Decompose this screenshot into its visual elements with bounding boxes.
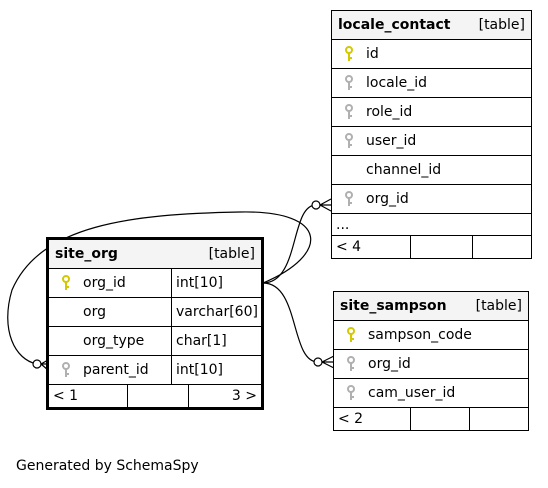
- footer-parents: < 2: [338, 411, 364, 427]
- column-name: cam_user_id: [368, 385, 456, 401]
- column-row[interactable]: user_id: [332, 127, 531, 156]
- footer-parents: < 1: [53, 388, 79, 404]
- column-name: org_id: [83, 269, 172, 297]
- footer-middle: [127, 385, 188, 407]
- table-footer: < 4: [332, 236, 531, 258]
- column-name: role_id: [366, 104, 413, 120]
- table-kind: [table]: [475, 298, 522, 314]
- foreign-key-icon: [334, 385, 368, 401]
- column-row[interactable]: org_id: [332, 185, 531, 214]
- column-type: int[10]: [176, 275, 223, 291]
- table-kind: [table]: [208, 246, 255, 262]
- column-name: locale_id: [366, 75, 428, 91]
- foreign-key-icon: [332, 133, 366, 149]
- table-header: locale_contact [table]: [332, 11, 531, 40]
- edge-self-optional-marker: [32, 359, 42, 369]
- column-name: org_id: [368, 356, 411, 372]
- footer-parents: < 4: [336, 239, 362, 255]
- column-name: org: [83, 298, 172, 326]
- column-name: parent_id: [83, 356, 172, 384]
- table-header: site_org [table]: [49, 240, 261, 269]
- foreign-key-icon: [332, 104, 366, 120]
- footer-children: [472, 236, 531, 258]
- column-name: channel_id: [366, 162, 442, 178]
- column-row[interactable]: sampson_code: [334, 321, 528, 350]
- footer-middle: [410, 408, 469, 430]
- edge-locale-contact-crowfoot: [319, 198, 332, 212]
- foreign-key-icon: [332, 191, 366, 207]
- column-row[interactable]: channel_id: [332, 156, 531, 185]
- column-name: org_type: [83, 327, 172, 355]
- foreign-key-icon: [334, 356, 368, 372]
- table-header: site_sampson [table]: [334, 292, 528, 321]
- primary-key-icon: [49, 275, 83, 291]
- column-type: char[1]: [176, 333, 227, 349]
- edge-locale-contact-optional-marker: [311, 200, 321, 210]
- column-row[interactable]: cam_user_id: [334, 379, 528, 408]
- table-name: site_org: [55, 246, 118, 262]
- edge-locale-contact-org-id: [262, 204, 317, 284]
- column-row[interactable]: org_id: [334, 350, 528, 379]
- foreign-key-icon: [332, 75, 366, 91]
- column-list: id locale_id role_id user_id channel_id org_i…: [332, 40, 531, 214]
- column-type: int[10]: [176, 362, 223, 378]
- primary-key-icon: [332, 46, 366, 62]
- table-kind: [table]: [478, 17, 525, 33]
- column-name: org_id: [366, 191, 409, 207]
- table-footer: < 1 3 >: [49, 385, 261, 407]
- edge-site-sampson-org-id: [262, 282, 319, 363]
- column-row[interactable]: locale_id: [332, 69, 531, 98]
- edge-site-sampson-crowfoot: [321, 355, 335, 369]
- table-name: locale_contact: [338, 17, 451, 33]
- generated-by-caption: Generated by SchemaSpy: [16, 458, 199, 474]
- edge-self-parent-id: [7, 211, 312, 365]
- column-name: user_id: [366, 133, 417, 149]
- column-name: id: [366, 46, 379, 62]
- column-row[interactable]: role_id: [332, 98, 531, 127]
- more-columns-ellipsis: ...: [332, 214, 531, 236]
- foreign-key-icon: [49, 362, 83, 378]
- column-list: sampson_code org_id cam_user_id: [334, 321, 528, 408]
- edge-site-sampson-optional-marker: [313, 357, 323, 367]
- table-footer: < 2: [334, 408, 528, 430]
- table-locale-contact[interactable]: locale_contact [table] id locale_id role_i…: [331, 10, 532, 259]
- column-type: varchar[60]: [176, 304, 258, 320]
- footer-children: [469, 408, 528, 430]
- primary-key-icon: [334, 327, 368, 343]
- table-name: site_sampson: [340, 298, 447, 314]
- column-name: sampson_code: [368, 327, 472, 343]
- footer-children: 3 >: [188, 385, 261, 407]
- column-row[interactable]: id: [332, 40, 531, 69]
- footer-middle: [410, 236, 472, 258]
